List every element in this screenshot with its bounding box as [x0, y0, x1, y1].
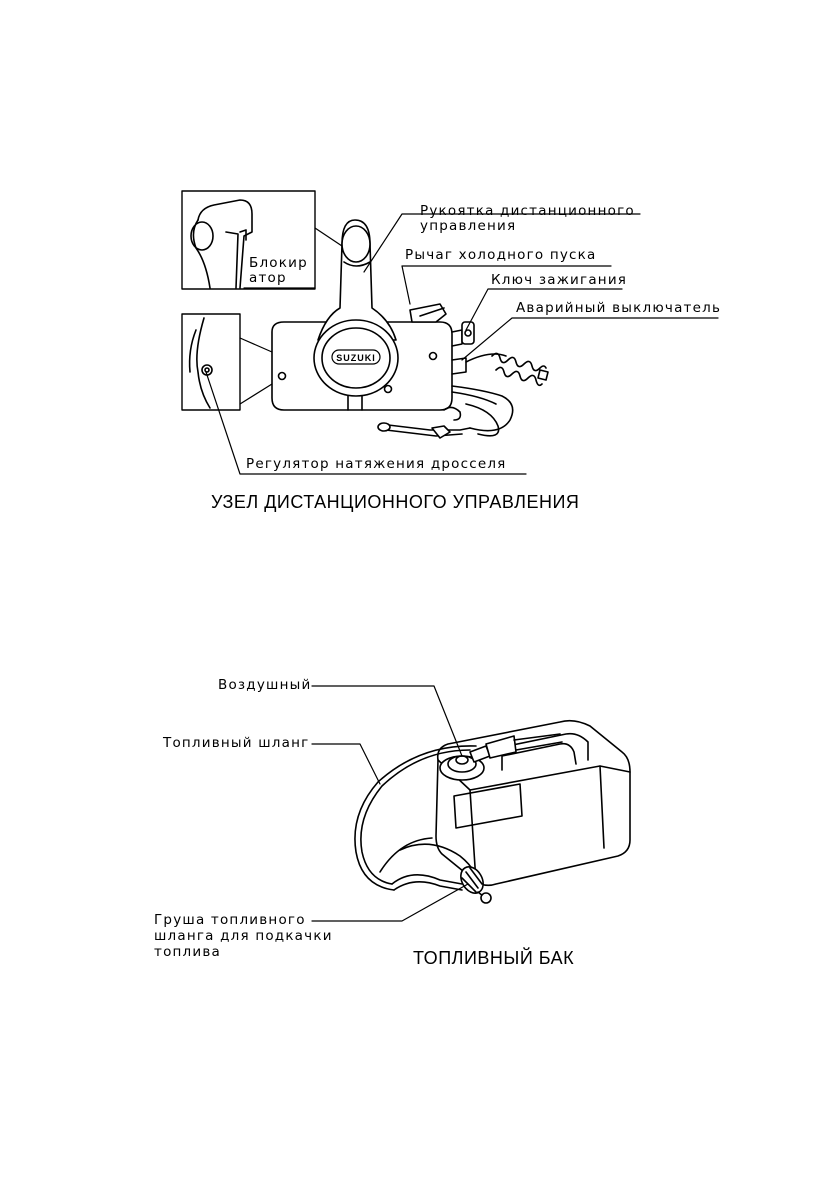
label-lock-line1: Блокир — [249, 255, 308, 271]
label-primer-bulb-line2: шланга для подкачки — [154, 928, 333, 944]
label-remote-handle-line1: Рукоятка дистанционного — [420, 203, 635, 219]
caption-remote-control: УЗЕЛ ДИСТАНЦИОННОГО УПРАВЛЕНИЯ — [211, 492, 580, 512]
label-throttle-regulator: Регулятор натяжения дросселя — [246, 456, 507, 472]
label-emergency-switch: Аварийный выключатель — [516, 300, 722, 316]
label-primer-bulb-line1: Груша топливного — [154, 912, 306, 928]
label-primer-bulb-line3: топлива — [154, 944, 221, 960]
label-air-vent: Воздушный — [218, 677, 312, 693]
suzuki-logo: SUZUKI — [336, 353, 376, 363]
label-ignition-key: Ключ зажигания — [491, 272, 628, 288]
label-cold-start-lever: Рычаг холодного пуска — [405, 247, 597, 263]
caption-fuel-tank: ТОПЛИВНЫЙ БАК — [413, 948, 575, 968]
label-remote-handle-line2: управления — [420, 218, 517, 234]
label-fuel-hose: Топливный шланг — [163, 735, 310, 751]
label-lock-line2: атор — [249, 270, 287, 286]
